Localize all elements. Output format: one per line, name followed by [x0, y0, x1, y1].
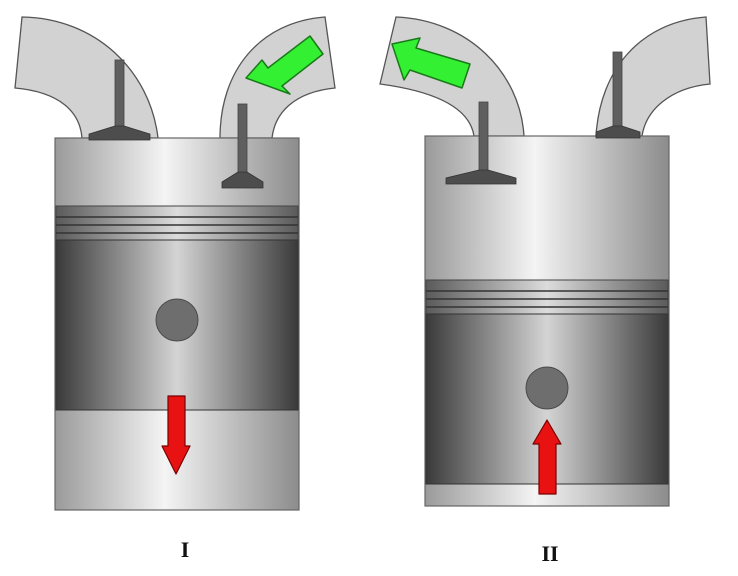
- left-port-1: [14, 16, 159, 139]
- closed-valve-1: [88, 59, 151, 141]
- flow-arrow-2: [391, 37, 471, 89]
- wrist-pin-2: [525, 366, 569, 410]
- wrist-pin-1: [155, 298, 199, 342]
- stage-2: [379, 16, 711, 507]
- piston-motion-arrow-1: [161, 395, 191, 475]
- piston-rings-2: [425, 279, 669, 315]
- right-port-2: [595, 16, 711, 137]
- stage-1: [14, 16, 336, 511]
- open-valve-2: [445, 101, 517, 185]
- closed-valve-2: [595, 51, 641, 139]
- flow-arrow-1: [245, 35, 324, 95]
- piston-motion-arrow-2: [532, 419, 562, 495]
- stage-label-1: I: [180, 537, 190, 562]
- stage-label-2: II: [541, 541, 559, 566]
- piston-rings-1: [55, 205, 299, 241]
- open-valve-1: [221, 103, 264, 189]
